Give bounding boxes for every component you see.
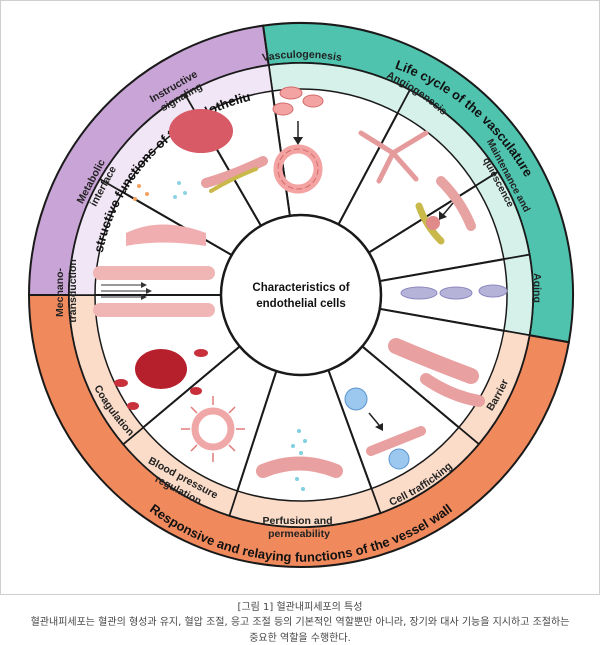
segment-label-band (503, 253, 534, 337)
center-title-line2: endothelial cells (256, 298, 345, 310)
center-title-line1: Characteristics of (252, 282, 349, 294)
outer-ring (27, 22, 574, 568)
coagulation-illustration (114, 349, 208, 410)
figure-caption-body-line2: 중요한 역할을 수행한다. (249, 633, 351, 644)
instructive-signaling-illustration (169, 109, 268, 193)
segment-label-band (183, 64, 274, 118)
perfusion-label: Perfusion and permeability (263, 515, 336, 540)
angiogenesis-illustration (358, 130, 429, 184)
cell-trafficking-illustration (344, 387, 426, 470)
aging-label: Aging (531, 273, 543, 303)
mechanotransduction-illustration (93, 266, 215, 317)
segment-ring (67, 62, 534, 528)
center-circle (219, 213, 383, 377)
blood-pressure-illustration (181, 396, 245, 462)
perfusion-illustration (256, 429, 343, 491)
figure: Instructive functions of the endothelium… (0, 0, 600, 595)
barrier-illustration (388, 338, 485, 407)
aging-illustration (400, 284, 508, 300)
vasculogenesis-label: Vasculogenesis (261, 49, 343, 64)
maintenance-illustration (415, 176, 476, 245)
vasculogenesis-illustration (272, 86, 324, 194)
metabolic-illustration (126, 181, 206, 246)
mechano-label: Mechano- transduction (54, 259, 79, 323)
figure-caption-body-line1: 혈관내피세포는 혈관의 형성과 유지, 혈압 조절, 응고 조절 등의 기본적인… (30, 617, 570, 628)
endothelial-wheel-diagram: Instructive functions of the endothelium… (1, 1, 574, 568)
figure-caption-title: [그림 1] 혈관내피세포의 특성 (237, 602, 363, 613)
